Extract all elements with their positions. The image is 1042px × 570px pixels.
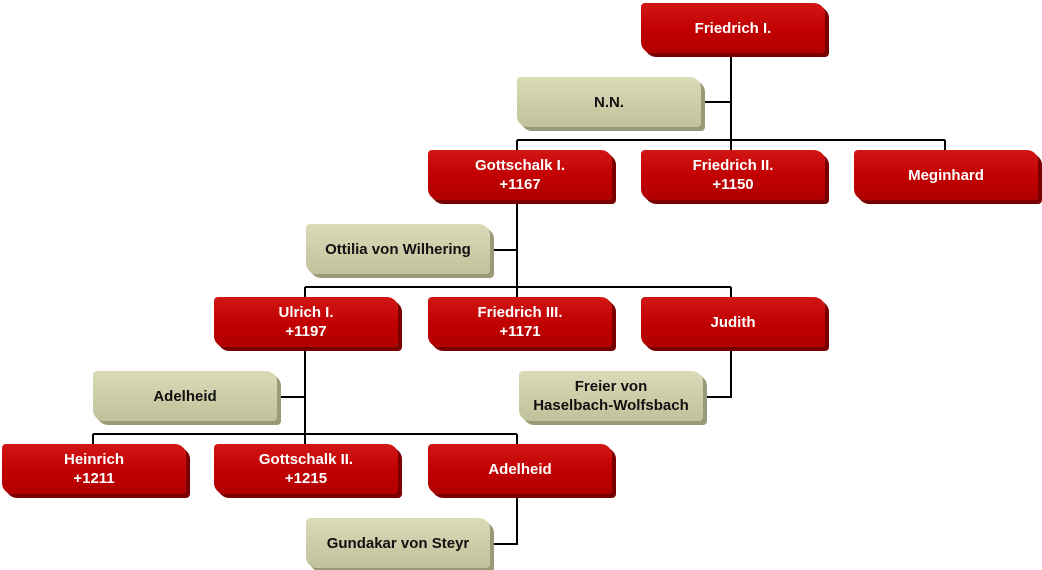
spouse-name: N.N.	[594, 93, 624, 111]
spouse-name: Ottilia von Wilhering	[325, 240, 471, 258]
person-gottschalk-2: Gottschalk II. +1215	[214, 444, 398, 494]
person-death-year: +1211	[73, 470, 115, 487]
person-name: Heinrich	[63, 451, 124, 468]
spouse-name-line-2: Haselbach-Wolfsbach	[533, 397, 689, 414]
person-name: Judith	[710, 313, 756, 331]
person-friedrich-3: Friedrich III. +1171	[428, 297, 612, 347]
person-name: Meginhard	[908, 166, 984, 184]
spouse-name: Adelheid	[153, 387, 217, 405]
person-friedrich-1: Friedrich I.	[641, 3, 825, 53]
spouse-name: Freier von	[574, 378, 648, 395]
connector-judith-spouse	[702, 346, 732, 398]
person-friedrich-2: Friedrich II. +1150	[641, 150, 825, 200]
person-name: Gottschalk II.	[258, 451, 354, 468]
person-adelheid-daughter: Adelheid	[428, 444, 612, 494]
person-death-year: +1150	[712, 176, 754, 193]
person-name: Friedrich I.	[694, 19, 772, 37]
person-ulrich-1: Ulrich I. +1197	[214, 297, 398, 347]
person-heinrich: Heinrich +1211	[2, 444, 186, 494]
person-death-year: +1215	[284, 470, 328, 487]
person-gottschalk-1: Gottschalk I. +1167	[428, 150, 612, 200]
spouse-freier: Freier von Haselbach-Wolfsbach	[519, 371, 703, 421]
person-name: Friedrich III.	[477, 304, 563, 321]
person-death-year: +1171	[499, 323, 541, 340]
spouse-name: Gundakar von Steyr	[326, 534, 470, 552]
person-judith: Judith	[641, 297, 825, 347]
person-meginhard: Meginhard	[854, 150, 1038, 200]
person-name: Ulrich I.	[278, 304, 334, 321]
person-death-year: +1167	[499, 176, 541, 193]
person-name: Adelheid	[488, 460, 552, 478]
spouse-ottilia: Ottilia von Wilhering	[306, 224, 490, 274]
connector-adelheid-daughter-spouse	[490, 493, 518, 545]
person-name: Gottschalk I.	[474, 157, 566, 174]
person-name: Friedrich II.	[692, 157, 774, 174]
spouse-adelheid: Adelheid	[93, 371, 277, 421]
person-death-year: +1197	[285, 323, 327, 340]
spouse-nn: N.N.	[517, 77, 701, 127]
spouse-gundakar: Gundakar von Steyr	[306, 518, 490, 568]
